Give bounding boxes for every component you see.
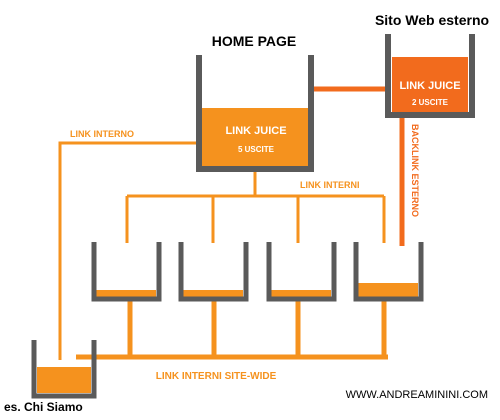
internal-page-1 bbox=[91, 242, 162, 302]
page-2-walls bbox=[178, 242, 249, 302]
page-2-juice-fill bbox=[183, 290, 243, 297]
page-3-juice-fill bbox=[271, 290, 331, 297]
external-juice-fill bbox=[392, 57, 468, 113]
chi-siamo-walls bbox=[31, 340, 97, 399]
home-juice-sub: 5 USCITE bbox=[238, 145, 275, 154]
internal-page-2 bbox=[178, 242, 249, 302]
external-juice-title: LINK JUICE bbox=[399, 80, 460, 92]
home-page-label: HOME PAGE bbox=[212, 33, 297, 49]
home-juice-title: LINK JUICE bbox=[225, 125, 286, 137]
home-page-container: LINK JUICE 5 USCITE bbox=[196, 55, 314, 172]
page-4-walls bbox=[353, 242, 424, 302]
internal-page-3 bbox=[266, 242, 337, 302]
external-juice-sub: 2 USCITE bbox=[412, 98, 449, 107]
page-4-juice-fill bbox=[358, 283, 418, 297]
internal-page-4 bbox=[353, 242, 424, 302]
page-1-juice-fill bbox=[96, 290, 156, 297]
external-site-label: Sito Web esterno bbox=[375, 12, 489, 28]
link-interno-line bbox=[58, 141, 202, 360]
website-url-label: WWW.ANDREAMININI.COM bbox=[346, 389, 488, 401]
link-lines bbox=[58, 141, 388, 360]
chi-siamo-label: es. Chi Siamo bbox=[4, 400, 83, 414]
external-container-walls bbox=[385, 34, 475, 118]
page-3-walls bbox=[266, 242, 337, 302]
chi-siamo-juice-fill bbox=[37, 367, 91, 393]
backlink-esterno-label: BACKLINK ESTERNO bbox=[410, 124, 420, 217]
link-interno-label: LINK INTERNO bbox=[70, 129, 134, 139]
link-interni-label: LINK INTERNI bbox=[300, 180, 360, 190]
link-interni-site-wide-label: LINK INTERNI SITE-WIDE bbox=[156, 371, 277, 382]
page-1-walls bbox=[91, 242, 162, 302]
home-juice-fill bbox=[202, 108, 308, 166]
external-site-container: LINK JUICE 2 USCITE bbox=[385, 34, 475, 118]
chi-siamo-container bbox=[31, 340, 97, 399]
backlink-lines bbox=[309, 86, 405, 246]
home-container-walls bbox=[196, 55, 314, 172]
